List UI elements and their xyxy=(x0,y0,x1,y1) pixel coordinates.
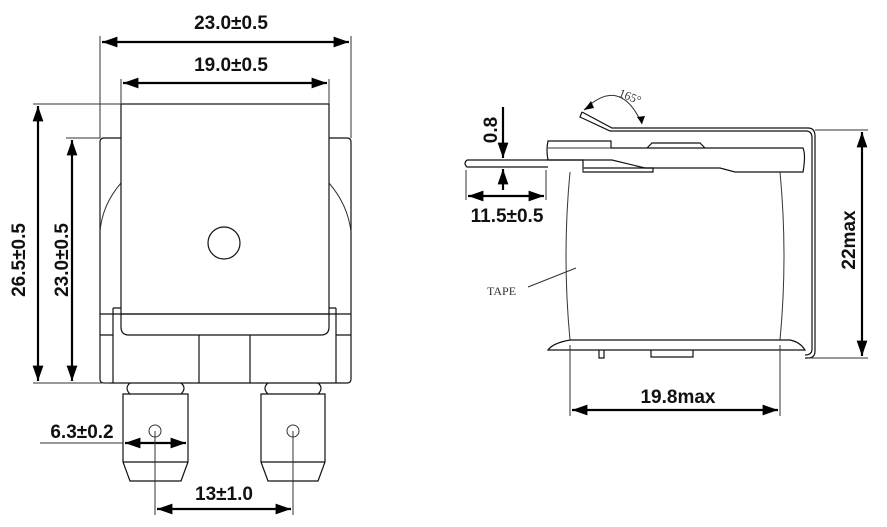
front-view: 23.0±0.5 19.0±0.5 26.5±0.5 23.0±0.5 6.3±… xyxy=(9,13,352,515)
angle-arrows xyxy=(584,101,645,124)
ext-lines-max-height xyxy=(808,129,868,359)
base-lines xyxy=(100,313,351,336)
tape-leader xyxy=(527,267,577,288)
ext-lines-tab xyxy=(465,170,547,200)
dim-label-max-height: 22max xyxy=(839,210,860,270)
terminal-right xyxy=(260,382,326,482)
dim-label-tab-length: 11.5±0.5 xyxy=(471,206,544,227)
terminal-tab xyxy=(464,159,654,173)
ext-lines-width xyxy=(99,36,352,138)
cover-hole xyxy=(207,226,241,260)
tape-label: TAPE xyxy=(487,284,516,298)
top-bracket xyxy=(579,111,816,359)
dim-label-cover-width: 19.0±0.5 xyxy=(194,55,268,76)
dim-label-max-depth: 19.8max xyxy=(640,387,715,408)
bracket xyxy=(112,307,337,383)
ext-lines-height xyxy=(33,103,121,384)
dim-label-overall-width: 23.0±0.5 xyxy=(194,13,268,34)
dim-label-overall-height: 26.5±0.5 xyxy=(9,223,30,297)
ext-lines-pitch xyxy=(154,431,294,515)
terminal-left xyxy=(122,382,189,482)
relay-cover xyxy=(120,103,330,315)
dim-label-terminal-pitch: 13±1.0 xyxy=(195,484,253,505)
relay-body-outline xyxy=(99,137,352,384)
ext-lines-cover xyxy=(120,79,330,104)
body-side-curves xyxy=(99,182,352,233)
tab-detail xyxy=(548,147,611,172)
coil-tape xyxy=(565,171,785,341)
bottom-flange xyxy=(546,339,807,359)
dim-label-tab-thickness: 0.8 xyxy=(481,117,502,143)
dim-label-terminal-width: 6.3±0.2 xyxy=(50,422,113,443)
base-dividers xyxy=(198,335,251,383)
dim-label-body-height: 23.0±0.5 xyxy=(52,223,73,297)
ext-lines-max-depth xyxy=(569,345,781,416)
side-view: 0.8 11.5±0.5 165° TAPE 22max 19.8max xyxy=(464,86,868,416)
cover-plate xyxy=(546,140,806,173)
